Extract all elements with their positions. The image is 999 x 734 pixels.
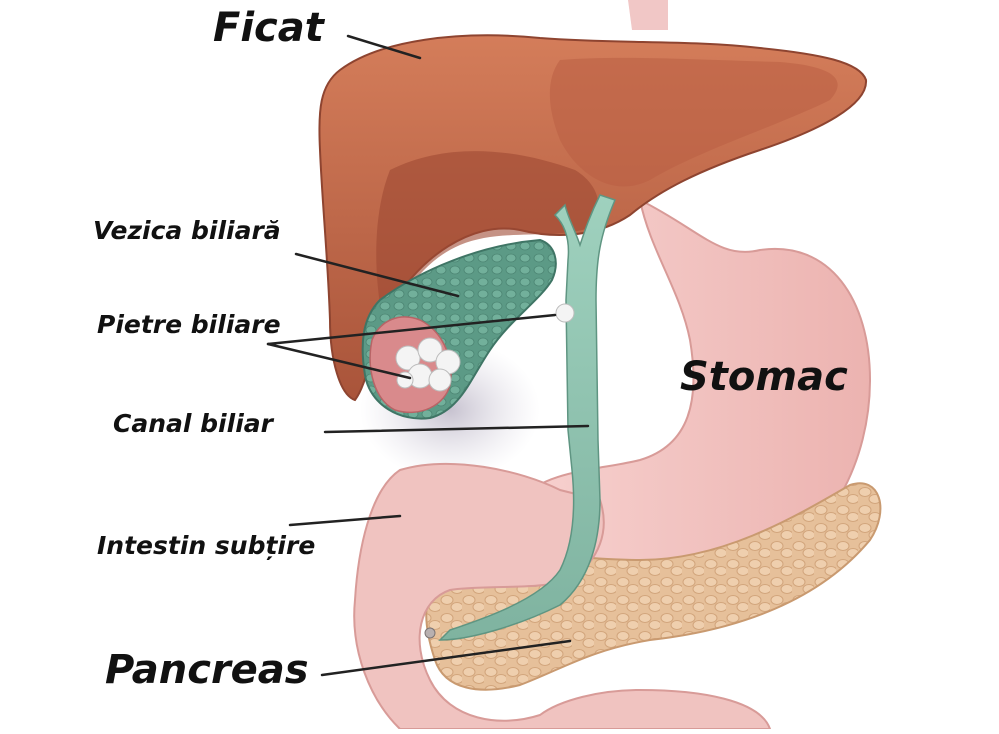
leader-gallstones-b [266,342,412,380]
duct-opening [424,627,436,639]
leader-gallstones-a [266,313,557,346]
gallstone-in-duct [555,303,575,323]
esophagus-shape [628,0,668,30]
leader-liver [346,34,422,60]
gallstones-cluster [395,337,461,392]
label-bile-duct: Canal biliar [113,409,273,438]
label-gallstones: Pietre biliare [97,310,281,339]
label-gallbladder: Vezica biliară [93,216,281,245]
label-pancreas: Pancreas [105,647,309,693]
label-stomach: Stomac [680,354,848,400]
pancreas-shape [425,482,882,691]
leader-lines [266,34,590,677]
leader-small-intestine [288,514,402,527]
label-small-intestine: Intestin subțire [97,531,316,560]
label-liver: Ficat [213,5,324,51]
liver-lobe-shading [549,57,838,187]
liver-underside-shading [376,151,599,330]
small-intestine-shape [353,462,772,730]
leader-pancreas [320,639,572,677]
leader-gallbladder [294,252,460,298]
leader-bile-duct [323,424,590,434]
